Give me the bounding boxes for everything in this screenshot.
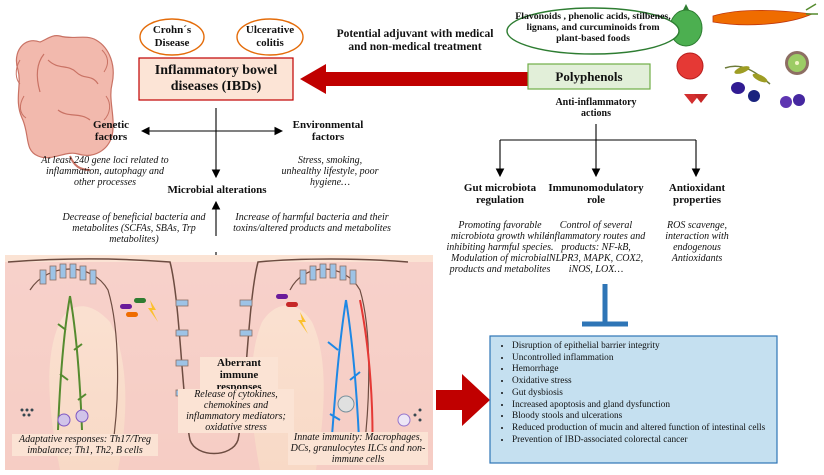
microbial-alterations-title: Microbial alterations	[167, 184, 267, 196]
effects-list: Disruption of epithelial barrier integri…	[496, 341, 772, 446]
effect-item: Reduced production of mucin and altered …	[512, 423, 772, 435]
effects-list-box: Disruption of epithelial barrier integri…	[496, 341, 772, 446]
action-antioxidant-desc: ROS scavenge, interaction with endogenou…	[665, 220, 729, 264]
ibd-box-shape	[138, 57, 294, 101]
effect-item: Gut dysbiosis	[512, 388, 772, 400]
anti-inflammatory-label: Anti-inflammatory actions	[555, 97, 637, 119]
effect-item: Prevention of IBD-associated colorectal …	[512, 435, 772, 447]
microbial-increase-desc: Increase of harmful bacteria and their t…	[233, 212, 391, 234]
innate-immunity-desc: Innate immunity: Macrophages, DCs, granu…	[288, 432, 428, 465]
action-gut-microbiota-title: Gut microbiota regulation	[463, 182, 537, 206]
aberrant-immune-title: Aberrant immune responses	[200, 357, 278, 393]
crohns-disease-label: Crohn´s Disease	[152, 24, 192, 49]
adaptive-responses-desc: Adaptative responses: Th17/Treg imbalanc…	[12, 434, 158, 456]
environmental-factors-desc: Stress, smoking, unhealthy lifestyle, po…	[281, 155, 379, 188]
aberrant-immune-desc: Release of cytokines, chemokines and inf…	[178, 389, 294, 433]
effect-item: Uncontrolled inflammation	[512, 353, 772, 365]
intestine-illustration	[15, 35, 114, 171]
effects-arrow	[436, 374, 490, 426]
genetic-factors-desc: At least 240 gene loci related to inflam…	[41, 155, 169, 188]
ibd-title: Inflammatory bowel diseases (IBDs)	[154, 63, 278, 94]
action-gut-microbiota-desc: Promoting favorable microbiota growth wh…	[446, 220, 554, 275]
genetic-factors-title: Genetic factors	[92, 119, 130, 143]
effect-item: Increased apoptosis and gland dysfunctio…	[512, 400, 772, 412]
microbial-decrease-desc: Decrease of beneficial bacteria and meta…	[62, 212, 206, 245]
polyphenols-title: Polyphenols	[555, 68, 623, 84]
polyphenol-sources: Flavonoids , phenolic acids, stilbenes, …	[515, 11, 671, 44]
effect-item: Hemorrhage	[512, 364, 772, 376]
effect-item: Bloody stools and ulcerations	[512, 411, 772, 423]
ulcerative-colitis-label: Ulcerative colitis	[245, 24, 295, 49]
effect-item: Oxidative stress	[512, 376, 772, 388]
effect-item: Disruption of epithelial barrier integri…	[512, 341, 772, 353]
action-antioxidant-title: Antioxidant properties	[668, 182, 726, 206]
action-immunomodulatory-title: Immunomodulatory role	[548, 182, 644, 206]
plant-foods-illustration	[669, 3, 818, 108]
environmental-factors-title: Environmental factors	[292, 119, 364, 143]
effects-box-shape	[489, 335, 778, 464]
action-immunomodulatory-desc: Control of several inflammatory routes a…	[546, 220, 646, 275]
treatment-label: Potential adjuvant with medical and non-…	[336, 28, 494, 53]
adjuvant-arrow	[300, 64, 528, 94]
